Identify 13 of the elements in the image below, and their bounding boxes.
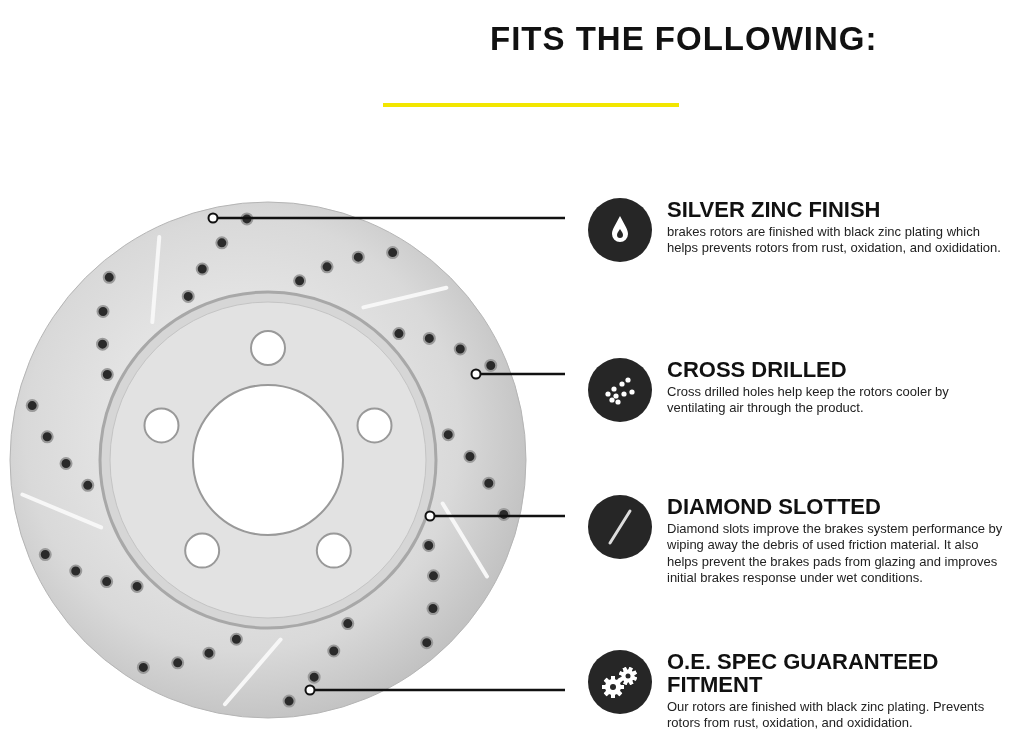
feature-heading: SILVER ZINC FINISH <box>667 198 882 222</box>
leader-line <box>424 510 565 522</box>
feature-description: Cross drilled holes help keep the rotors cooler by ventilating air through the product. <box>667 384 950 417</box>
leader-line <box>207 212 565 224</box>
feature-heading: CROSS DRILLED <box>667 358 848 382</box>
feature-description: Diamond slots improve the brakes system performance by wiping away the debris of used friction material. It also helps prevent the brakes pads from glazing and improves initial brakes response under wet conditions. <box>667 521 1004 587</box>
heading: FITS THE FOLLOWING: <box>490 20 878 58</box>
leader-line <box>470 368 565 380</box>
feature-description: brakes rotors are finished with black zinc plating which helps prevents rotors from rust, oxidation, and oxididation. <box>667 224 1002 257</box>
feature-heading: O.E. SPEC GUARANTEED FITMENT <box>667 650 940 697</box>
leader-line <box>304 684 565 696</box>
feature-heading: DIAMOND SLOTTED <box>667 495 882 519</box>
feature-description: Our rotors are finished with black zinc plating. Prevents rotors from rust, oxidation, and oxididation. <box>667 699 986 732</box>
